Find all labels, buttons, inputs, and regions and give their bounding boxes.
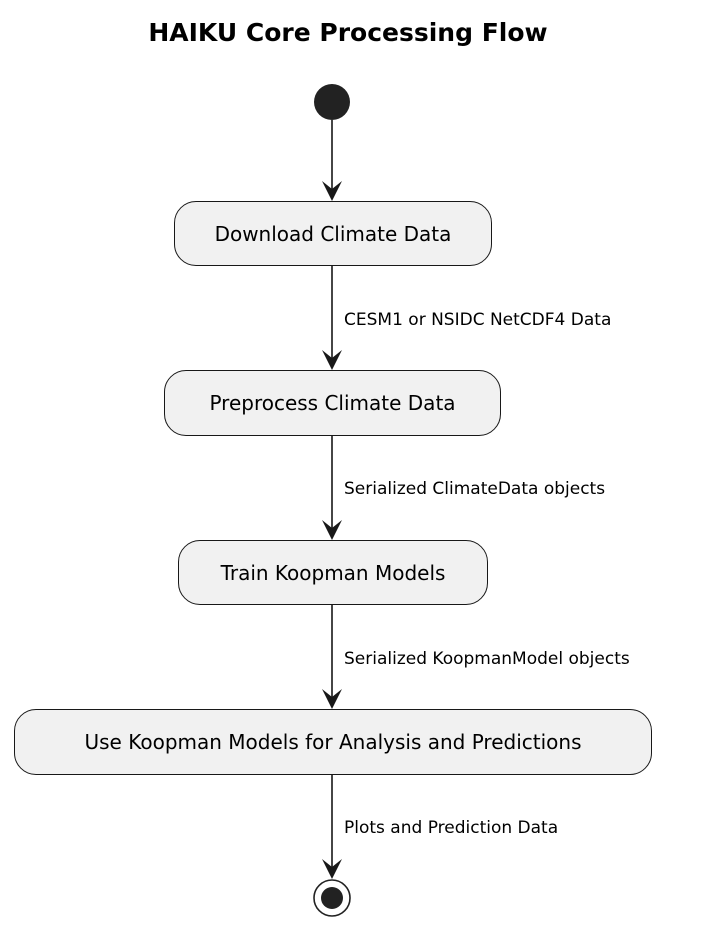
step-use-koopman-models: Use Koopman Models for Analysis and Pred… [14,709,652,775]
diagram-title: HAIKU Core Processing Flow [148,18,548,47]
arrowhead-1 [322,181,342,201]
arrowhead-3 [322,520,342,540]
step-train-koopman-models: Train Koopman Models [178,540,488,605]
step-download-climate-data: Download Climate Data [174,201,492,266]
edge-label-netcdf-data: CESM1 or NSIDC NetCDF4 Data [344,310,612,330]
end-node [313,879,351,917]
arrowhead-5 [322,859,342,879]
edge-label-climatedata-objects: Serialized ClimateData objects [344,479,606,499]
step-preprocess-climate-data: Preprocess Climate Data [164,370,501,436]
edge-label-plots-prediction-data: Plots and Prediction Data [344,818,559,838]
start-node [314,84,350,120]
arrowhead-4 [322,689,342,709]
arrowhead-2 [322,350,342,370]
edge-label-koopmanmodel-objects: Serialized KoopmanModel objects [344,649,630,669]
